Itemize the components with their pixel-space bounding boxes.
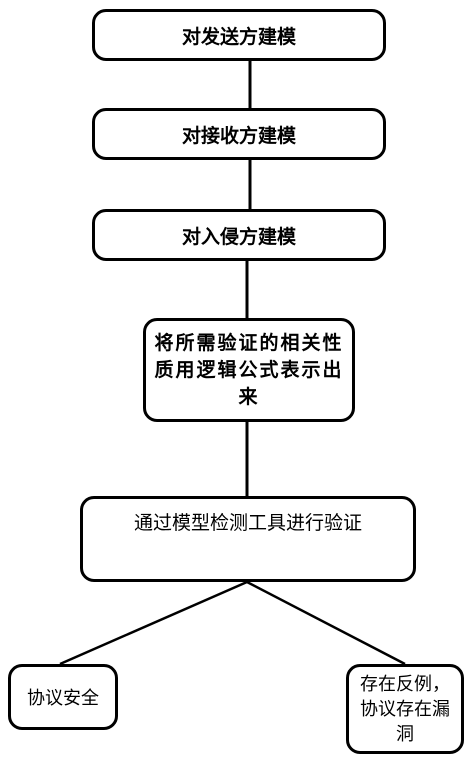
connector-check-to-secure	[59, 580, 248, 666]
connector-check-to-flawed	[246, 580, 406, 666]
step-model-sender: 对发送方建模	[92, 9, 386, 61]
step-logic-formula-label: 将所需验证的相关性质用逻辑公式表示出来	[154, 331, 344, 408]
step-model-receiver-label: 对接收方建模	[181, 124, 296, 147]
step-logic-formula: 将所需验证的相关性质用逻辑公式表示出来	[143, 318, 355, 422]
step-model-intruder: 对入侵方建模	[92, 209, 386, 261]
outcome-secure-label: 协议安全	[27, 688, 99, 709]
step-model-check-label: 通过模型检测工具进行验证	[133, 512, 362, 534]
step-model-sender-label: 对发送方建模	[181, 25, 296, 48]
step-model-receiver: 对接收方建模	[92, 108, 386, 160]
outcome-secure: 协议安全	[8, 664, 118, 730]
outcome-flawed: 存在反例，协议存在漏洞	[346, 664, 464, 754]
outcome-flawed-label: 存在反例，协议存在漏洞	[360, 673, 450, 745]
step-model-intruder-label: 对入侵方建模	[181, 225, 296, 248]
step-model-check: 通过模型检测工具进行验证	[80, 496, 416, 582]
